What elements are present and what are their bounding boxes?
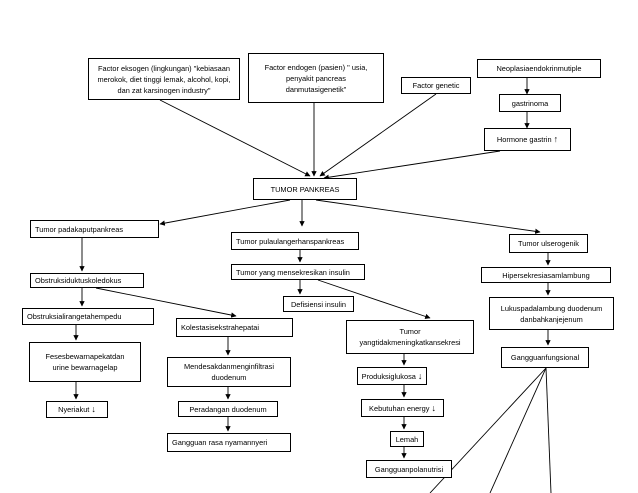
edge-genetic-tumor — [319, 93, 437, 177]
node-lemah-label: Lemah — [395, 434, 419, 444]
down-arrow-icon: ↓ — [417, 370, 423, 381]
node-obstruksi-duktus: Obstruksiduktuskoledokus — [30, 273, 144, 288]
node-kebutuhan: Kebutuhan energy↓ — [361, 399, 444, 417]
node-defisiensi-label: Defisiensi insulin — [290, 299, 347, 309]
down-arrow-icon: ↓ — [91, 404, 96, 414]
edge-tumor-ulser — [315, 199, 541, 234]
node-kolestasis: Kolestasisekstrahepatai — [176, 318, 293, 337]
node-lemah: Lemah — [390, 431, 424, 447]
node-tumor-kaput-label: Tumor padakaputpankreas — [35, 224, 124, 234]
node-feses-label: Fesesbewarnapekatdan urine bewarnagelap — [45, 352, 125, 372]
node-obstruksi-ampedu-label: Obstruksialirangetahempedu — [27, 312, 122, 321]
node-gangguan-rasa-label: Gangguan rasa nyamannyeri — [172, 438, 268, 447]
node-peradangan: Peradangan duodenum — [178, 401, 278, 417]
node-neoplasia: Neoplasiaendokrinmutiple — [477, 59, 601, 78]
node-tumor-tidak: Tumor yangtidakmeningkatkansekresi — [346, 320, 474, 354]
node-luka-label: Lukuspadalambung duodenum danbahkanjejen… — [500, 303, 603, 324]
node-peradangan-label: Peradangan duodenum — [189, 404, 267, 414]
node-hormone-gastrin: Hormone gastrin↑ — [484, 128, 571, 151]
node-gastrinoma-label: gastrinoma — [511, 98, 549, 108]
node-tumor-insulin-label: Tumor yang mensekresikan insulin — [236, 267, 350, 277]
edge-insulin-tidak — [317, 279, 431, 319]
node-gangguan-fungsional: Gangguanfungsional — [501, 347, 589, 368]
node-tumor-insulin: Tumor yang mensekresikan insulin — [231, 264, 365, 280]
node-nyeri-akut-label: Nyeriakut — [58, 405, 90, 414]
node-tumor-pankreas-label: TUMOR PANKREAS — [270, 184, 340, 194]
node-obstruksi-duktus-label: Obstruksiduktuskoledokus — [35, 276, 122, 285]
edge-gastrin-tumor — [323, 150, 501, 180]
node-gastrinoma: gastrinoma — [499, 94, 561, 112]
node-factor-eksogen: Factor eksogen (lingkungan) "kebiasaan m… — [88, 58, 240, 100]
edge-eksogen-tumor — [159, 99, 311, 177]
edge-tumor-kaput — [159, 199, 291, 226]
node-tumor-ulser: Tumor ulserogenik — [509, 234, 588, 253]
up-arrow-icon: ↑ — [553, 134, 559, 144]
edge-fungsional-out-2 — [489, 367, 547, 493]
node-gangguan-fungsional-label: Gangguanfungsional — [510, 353, 580, 362]
node-defisiensi: Defisiensi insulin — [283, 296, 354, 312]
node-nyeri-akut: Nyeriakut↓ — [46, 401, 108, 418]
node-tumor-tidak-label: Tumor yangtidakmeningkatkansekresi — [359, 327, 461, 347]
node-gangguan-rasa: Gangguan rasa nyamannyeri — [167, 433, 291, 452]
node-tumor-langerhans-label: Tumor pulaulangerhanspankreas — [236, 236, 345, 246]
node-mendesak: Mendesakdanmenginfiltrasi duodenum — [167, 357, 291, 387]
node-kebutuhan-label: Kebutuhan energy — [369, 403, 430, 413]
down-arrow-icon: ↓ — [431, 402, 436, 413]
node-produksi-label: Produksiglukosa — [361, 371, 416, 381]
node-factor-eksogen-label: Factor eksogen (lingkungan) "kebiasaan m… — [97, 63, 231, 95]
node-factor-genetic: Factor genetic — [401, 77, 471, 94]
node-tumor-kaput: Tumor padakaputpankreas — [30, 220, 159, 238]
node-factor-genetic-label: Factor genetic — [412, 81, 460, 90]
node-mendesak-label: Mendesakdanmenginfiltrasi duodenum — [184, 362, 274, 382]
node-gangguan-nutrisi: Gangguanpolanutrisi — [366, 460, 452, 478]
node-feses: Fesesbewarnapekatdan urine bewarnagelap — [29, 342, 141, 382]
node-tumor-ulser-label: Tumor ulserogenik — [518, 239, 579, 248]
node-obstruksi-ampedu: Obstruksialirangetahempedu — [22, 308, 154, 325]
edge-fungsional-out-3 — [545, 367, 552, 493]
node-gangguan-nutrisi-label: Gangguanpolanutrisi — [374, 464, 444, 474]
edge-duktus-kolestasis — [95, 287, 237, 318]
node-tumor-pankreas: TUMOR PANKREAS — [253, 178, 357, 200]
node-neoplasia-label: Neoplasiaendokrinmutiple — [496, 64, 582, 73]
node-factor-endogen-label: Factor endogen (pasien) " usia, penyakit… — [264, 62, 368, 94]
node-luka: Lukuspadalambung duodenum danbahkanjejen… — [489, 297, 614, 330]
node-hipersekresi: Hipersekresiasamlambung — [481, 267, 611, 283]
node-kolestasis-label: Kolestasisekstrahepatai — [181, 323, 260, 332]
node-tumor-langerhans: Tumor pulaulangerhanspankreas — [231, 232, 359, 250]
node-hipersekresi-label: Hipersekresiasamlambung — [502, 270, 590, 280]
node-hormone-gastrin-label: Hormone gastrin — [496, 135, 552, 144]
node-produksi: Produksiglukosa↓ — [357, 367, 427, 385]
node-factor-endogen: Factor endogen (pasien) " usia, penyakit… — [248, 53, 384, 103]
